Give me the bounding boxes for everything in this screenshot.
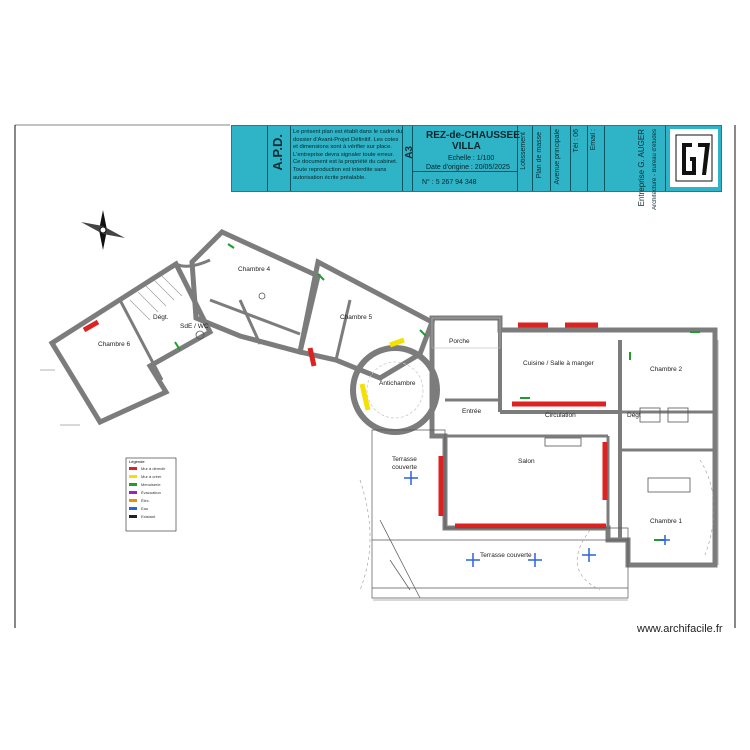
legend-item: Mur à créer: [127, 472, 175, 480]
room-label-circulation: Circulation: [545, 412, 576, 419]
address-label: Avenue principale: [554, 129, 561, 185]
note-line: dossier d'Avant-Projet Définitif. Les co…: [293, 136, 399, 143]
legend-item: Existant: [127, 512, 175, 520]
note-line: et dimensions sont à vérifier sur place.: [293, 144, 392, 151]
room-label-degt: Dégt.: [153, 314, 169, 321]
fan-icon: [404, 471, 670, 567]
legend-label: Évacuation: [141, 489, 161, 495]
client-label: Lotissement: [520, 132, 527, 170]
ref-label: N° : 5 267 94 348: [422, 179, 477, 186]
room-label-terrasse: Terrasse couverte: [392, 456, 417, 471]
walls-to-create: [359, 337, 405, 411]
legend-label: Mur à créer: [141, 473, 162, 479]
footer-watermark: www.archifacile.fr: [637, 623, 723, 635]
walls-to-demolish: [82, 319, 608, 529]
room-label-terrasse-2: Terrasse couverte: [480, 552, 532, 559]
terraces: [371, 429, 629, 599]
legend-item: Élec.: [127, 496, 175, 504]
company-logo: [670, 129, 718, 187]
scale-label: Echelle : 1/100: [448, 155, 495, 162]
room-label-chambre6: Chambre 6: [98, 341, 131, 348]
legend-swatch: [129, 490, 137, 494]
phase-label: Plan de masse: [536, 132, 543, 179]
room-label-chambre2: Chambre 2: [650, 366, 683, 373]
legend-title: Légende: [129, 459, 145, 464]
notes-block: Le présent plan est établi dans le cadre…: [293, 129, 402, 182]
title-line1: REZ-de-CHAUSSEE: [426, 130, 520, 141]
title-line2: VILLA: [452, 141, 481, 152]
legend-swatch: [129, 482, 137, 486]
title-block: A.P.D. Le présent plan est établi dans l…: [231, 125, 722, 210]
room-label-chambre5: Chambre 5: [340, 314, 373, 321]
room-label-porche: Porche: [449, 338, 470, 345]
openings: [174, 243, 700, 541]
note-line: Toute reproduction est interdite sans: [293, 166, 387, 173]
legend-item: Menuiserie: [127, 480, 175, 488]
room-label-degt2: Dégt: [627, 412, 641, 419]
legend-item: Mur à démolir: [127, 464, 175, 472]
room-label-cuisine: Cuisine / Salle à manger: [523, 360, 594, 367]
apd-label: A.P.D.: [270, 134, 285, 171]
legend-swatch: [129, 498, 137, 502]
legend-swatch: [129, 474, 137, 478]
legend-item: Évacuation: [127, 488, 175, 496]
room-label-chambre4: Chambre 4: [238, 266, 271, 273]
company-label: Entreprise G. AUGER: [637, 129, 646, 207]
legend-item: Eau: [127, 504, 175, 512]
room-label-sde-wc: SdE / WC: [180, 323, 209, 330]
room-label-chambre1: Chambre 1: [650, 518, 683, 525]
note-line: Ce document est la propriété du cabinet.: [293, 159, 398, 166]
company-sub: Architecture - Bureau d'études: [652, 129, 658, 210]
format-label: A3: [404, 146, 415, 159]
room-label-antichambre: Antichambre: [379, 380, 416, 387]
legend-label: Eau: [141, 505, 149, 511]
note-line: Le présent plan est établi dans le cadre…: [293, 129, 403, 135]
room-label-entree: Entrée: [462, 408, 482, 415]
legend-label: Menuiserie: [141, 481, 161, 487]
tel-label: Tél : 06: [573, 129, 580, 153]
date-label: Date d'origine : 20/05/2025: [426, 164, 510, 171]
legend-label: Existant: [141, 513, 156, 519]
legend-label: Élec.: [141, 497, 150, 503]
legend-swatch: [129, 514, 137, 518]
mail-label: Email :: [590, 129, 597, 151]
note-line: L'entreprise devra signaler toute erreur…: [293, 151, 394, 158]
legend-swatch: [129, 466, 137, 470]
note-line: autorisation écrite préalable.: [293, 174, 366, 181]
room-label-salon: Salon: [518, 458, 535, 465]
legend-label: Mur à démolir: [141, 465, 166, 471]
left-wing: [48, 260, 214, 426]
legend-swatch: [129, 506, 137, 510]
antichambre-rotunda: [350, 345, 440, 435]
compass-icon: [81, 210, 125, 250]
